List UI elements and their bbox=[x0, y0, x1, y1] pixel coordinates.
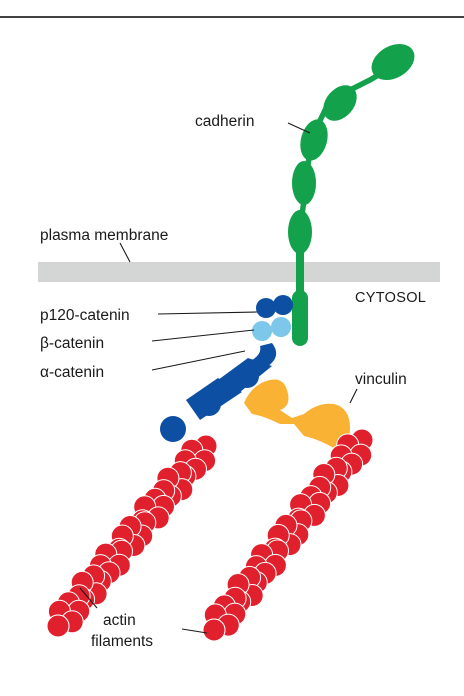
cadherin-molecule bbox=[288, 43, 415, 346]
actin-subunit bbox=[202, 618, 226, 642]
plasma-membrane-band bbox=[38, 262, 440, 282]
beta-catenin-leader bbox=[151, 329, 255, 342]
actin-filament-left bbox=[46, 434, 218, 638]
membrane-leader bbox=[119, 242, 131, 263]
alpha-catenin-leader bbox=[151, 350, 246, 371]
alpha-catenin-label: α-catenin bbox=[40, 364, 104, 381]
beta-catenin-label: β-catenin bbox=[40, 335, 104, 352]
beta-catenin-shape bbox=[252, 317, 291, 341]
vinculin-shape bbox=[244, 379, 350, 452]
alpha-catenin-shape bbox=[160, 343, 277, 442]
vinculin-leader bbox=[349, 388, 358, 404]
vinculin-label: vinculin bbox=[355, 371, 407, 388]
actin-leader-right bbox=[181, 628, 208, 634]
cytosol-label: CYTOSOL bbox=[355, 290, 426, 306]
plasma-membrane-label: plasma membrane bbox=[40, 227, 168, 244]
actin-filament-right bbox=[202, 428, 374, 642]
actin-subunit bbox=[46, 614, 70, 638]
actin-leader-left bbox=[79, 587, 98, 609]
p120-catenin-shape bbox=[256, 295, 293, 318]
actin-label-line2: filaments bbox=[91, 633, 153, 650]
p120-catenin-label: p120-catenin bbox=[40, 307, 130, 324]
cadherin-leader bbox=[287, 122, 311, 134]
actin-label-line1: actin bbox=[103, 612, 136, 629]
p120-leader bbox=[157, 311, 258, 315]
cadherin-label: cadherin bbox=[195, 113, 254, 130]
